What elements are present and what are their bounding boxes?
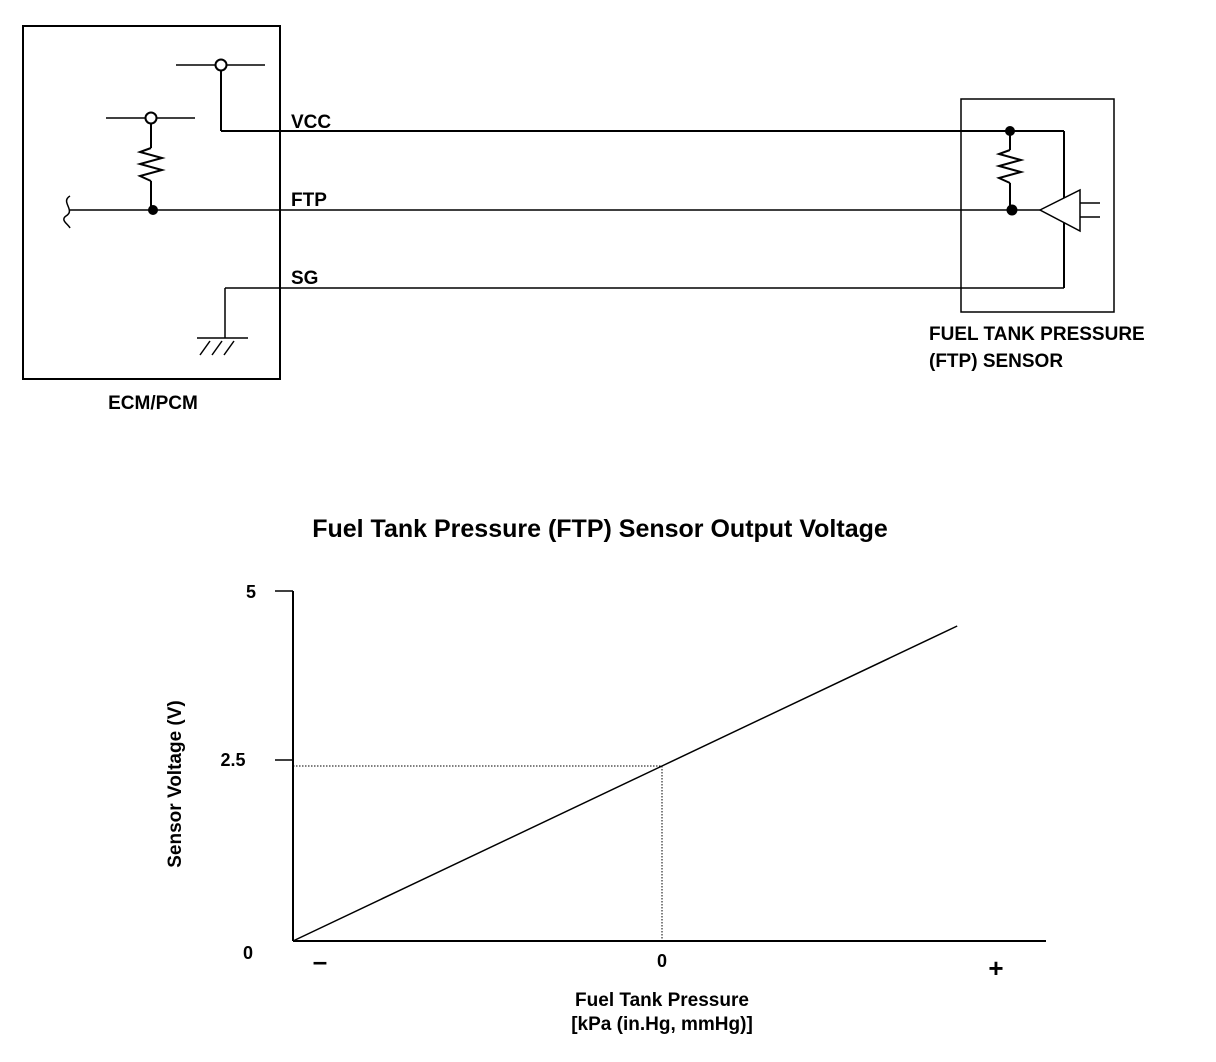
sensor-amplifier-symbol xyxy=(1038,188,1081,233)
sg-label: SG xyxy=(291,268,318,289)
x-axis-label-line2: [kPa (in.Hg, mmHg)] xyxy=(571,1014,753,1035)
ecm-pcm-box xyxy=(22,25,281,380)
ground-symbol xyxy=(197,337,248,356)
chart-title: Fuel Tank Pressure (FTP) Sensor Output V… xyxy=(312,515,888,543)
circuit-schematic xyxy=(22,25,1115,380)
ecm-pullup-resistor xyxy=(136,147,166,182)
sensor-label-line1: FUEL TANK PRESSURE xyxy=(929,324,1145,345)
ecm-pcm-label: ECM/PCM xyxy=(108,393,198,414)
y-axis-label: Sensor Voltage (V) xyxy=(165,700,186,868)
x-tick-label-plus: + xyxy=(988,953,1003,983)
sensor-voltage-line xyxy=(292,625,958,942)
sensor-ftp-junction xyxy=(1006,204,1018,216)
sensor-label-line2: (FTP) SENSOR xyxy=(929,351,1063,372)
y-tick-label-2-5: 2.5 xyxy=(220,750,245,770)
ftp-sensor-box xyxy=(960,98,1115,313)
ftp-voltage-chart: Fuel Tank Pressure (FTP) Sensor Output V… xyxy=(165,515,1046,1035)
x-tick-label-zero: 0 xyxy=(657,951,667,971)
ecm-ftp-junction xyxy=(148,205,158,215)
x-axis-label-line1: Fuel Tank Pressure xyxy=(575,990,749,1011)
ecm-input-break-symbol xyxy=(63,195,71,229)
pullup-terminal xyxy=(144,111,158,125)
sensor-resistor xyxy=(995,149,1025,184)
vcc-terminal xyxy=(214,58,228,72)
ftp-label: FTP xyxy=(291,190,327,211)
x-tick-label-minus: – xyxy=(313,946,327,976)
vcc-label: VCC xyxy=(291,112,331,133)
y-tick-label-0: 0 xyxy=(243,943,253,963)
y-tick-label-5: 5 xyxy=(246,582,256,602)
